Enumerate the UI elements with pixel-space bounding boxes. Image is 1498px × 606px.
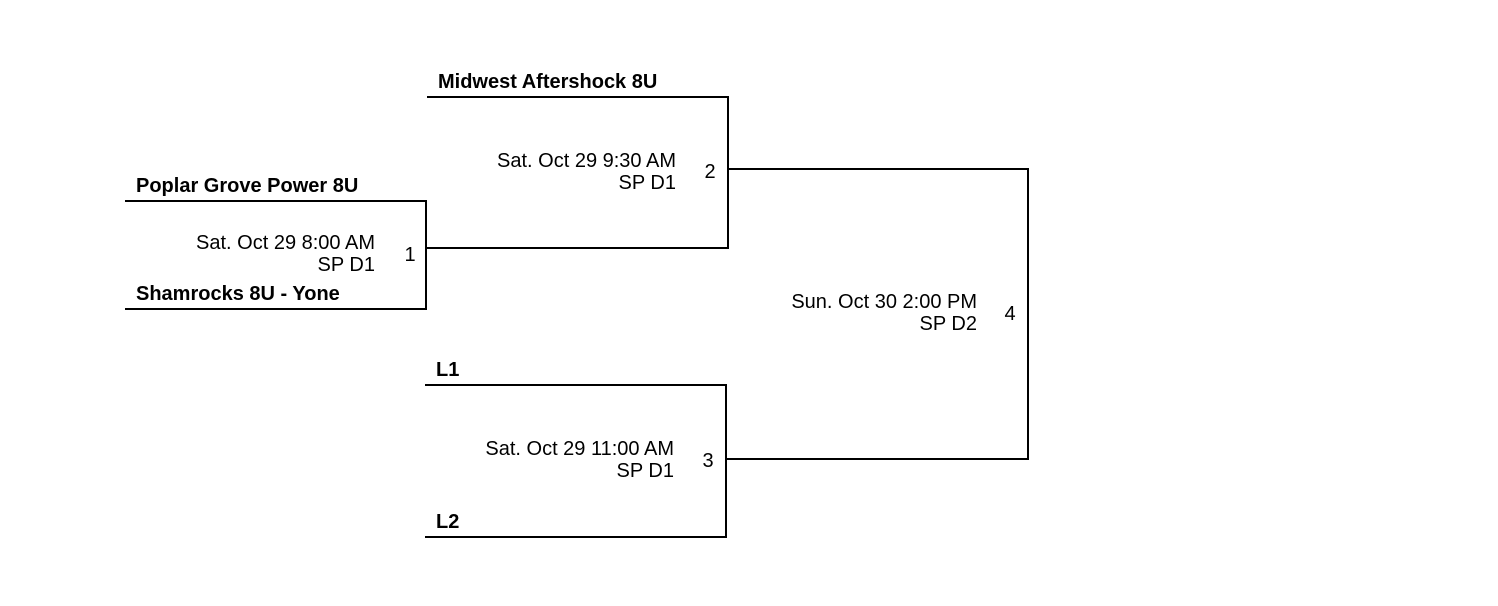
game-1-top-team[interactable]: Poplar Grove Power 8U bbox=[136, 175, 359, 197]
game-1-venue: SP D1 bbox=[317, 254, 375, 276]
game-3-top-line bbox=[425, 384, 727, 386]
game-2-connector bbox=[727, 96, 729, 249]
game-4-connector bbox=[1027, 168, 1029, 460]
game-2-number: 2 bbox=[704, 161, 716, 183]
game-2-top-team[interactable]: Midwest Aftershock 8U bbox=[438, 71, 658, 93]
game-3-top-team[interactable]: L1 bbox=[436, 359, 460, 381]
game-4-info: Sun. Oct 30 2:00 PM SP D2 bbox=[791, 291, 977, 335]
game-4-datetime: Sun. Oct 30 2:00 PM bbox=[791, 291, 977, 313]
game-3-datetime: Sat. Oct 29 11:00 AM bbox=[485, 438, 674, 460]
game-1-bottom-team[interactable]: Shamrocks 8U - Yone bbox=[136, 283, 340, 305]
game-3-bottom-team[interactable]: L2 bbox=[436, 511, 460, 533]
game-4-number: 4 bbox=[1004, 303, 1016, 325]
game-3-number: 3 bbox=[702, 450, 714, 472]
game-3-info: Sat. Oct 29 11:00 AM SP D1 bbox=[485, 438, 674, 482]
game-1-top-line bbox=[125, 200, 427, 202]
game-3-venue: SP D1 bbox=[616, 460, 674, 482]
game-1-bottom-line bbox=[125, 308, 427, 310]
game-2-top-line bbox=[427, 96, 729, 98]
game-2-info: Sat. Oct 29 9:30 AM SP D1 bbox=[497, 150, 676, 194]
game-3-connector bbox=[725, 384, 727, 538]
game-4-venue: SP D2 bbox=[919, 313, 977, 335]
game-2-venue: SP D1 bbox=[618, 172, 676, 194]
game-4-bottom-line bbox=[725, 458, 1029, 460]
game-1-connector bbox=[425, 200, 427, 310]
game-2-bottom-line bbox=[427, 247, 729, 249]
game-1-info: Sat. Oct 29 8:00 AM SP D1 bbox=[196, 232, 375, 276]
game-1-number: 1 bbox=[404, 244, 416, 266]
game-3-bottom-line bbox=[425, 536, 727, 538]
game-2-datetime: Sat. Oct 29 9:30 AM bbox=[497, 150, 676, 172]
game-4-top-line bbox=[727, 168, 1029, 170]
game-1-datetime: Sat. Oct 29 8:00 AM bbox=[196, 232, 375, 254]
